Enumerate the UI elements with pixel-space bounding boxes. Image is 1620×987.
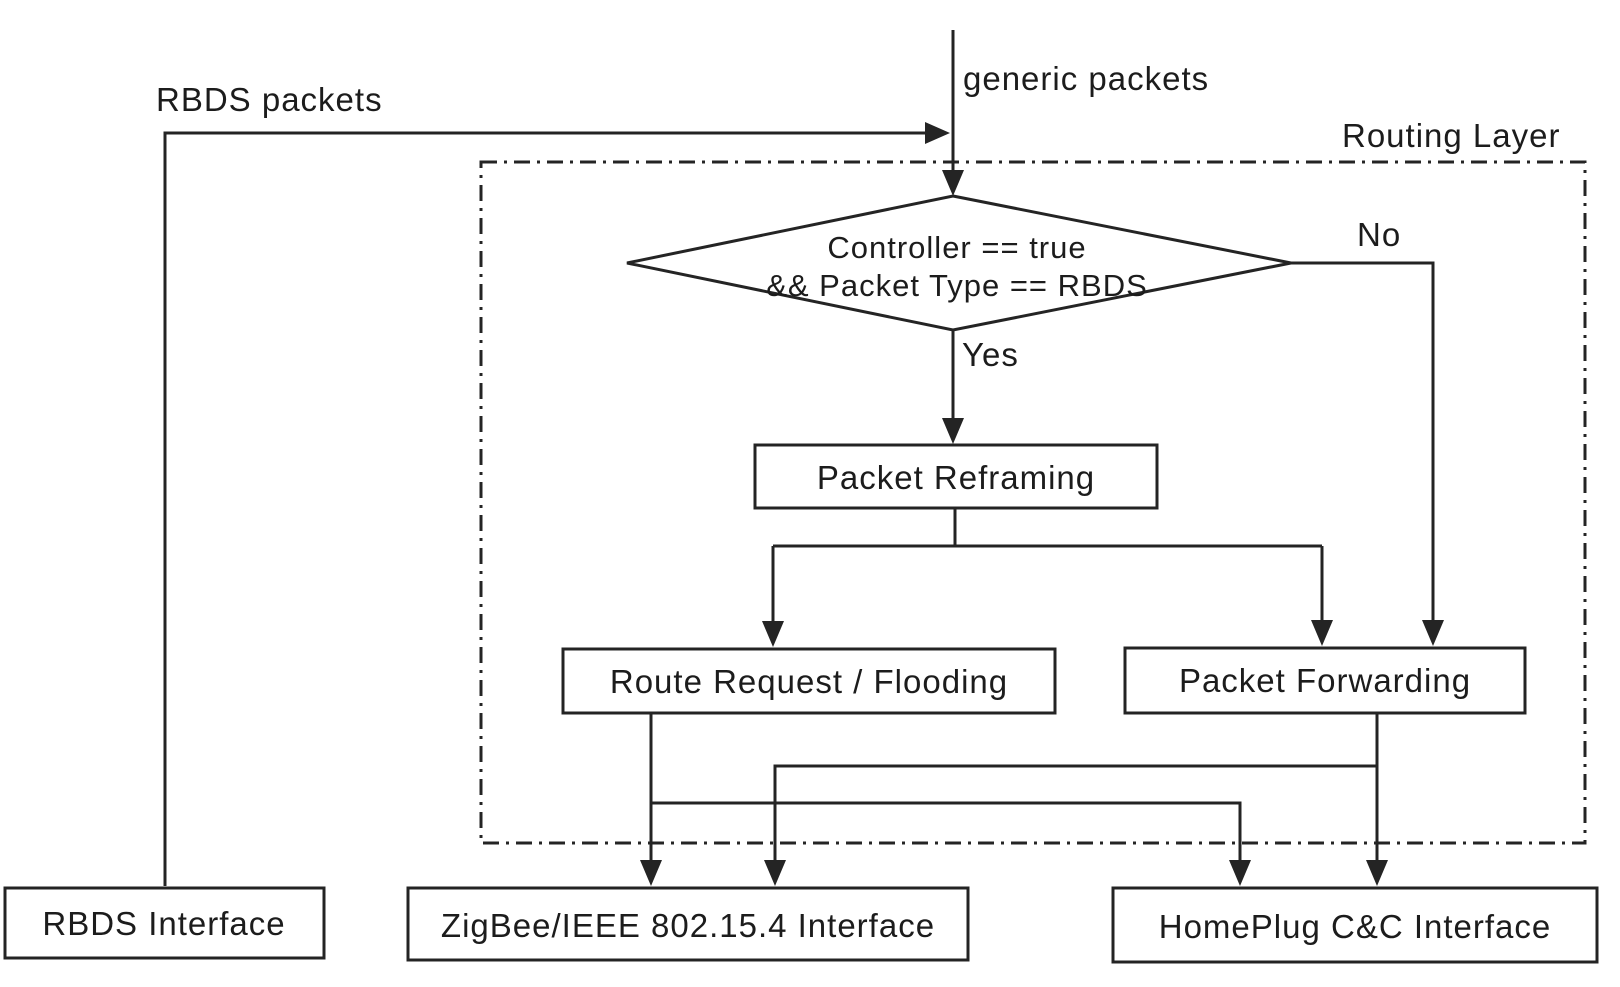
arrowhead-into-route-request-icon [762, 621, 784, 647]
arrowhead-into-zigbee-2-icon [764, 860, 786, 886]
arrowhead-into-decision-icon [942, 170, 964, 196]
route-request-flooding-label: Route Request / Flooding [610, 663, 1008, 700]
connector-group [163, 30, 1435, 886]
zigbee-interface-label: ZigBee/IEEE 802.15.4 Interface [441, 907, 935, 944]
arrowhead-into-homeplug-2-icon [1366, 860, 1388, 886]
packet-reframing-label: Packet Reframing [817, 459, 1095, 496]
routing-layer-boundary [479, 160, 1587, 845]
generic-packets-label: generic packets [963, 60, 1209, 97]
rbds-packets-arrow-line [163, 131, 930, 886]
rbds-interface-label: RBDS Interface [42, 905, 285, 942]
reframing-split-lines [771, 508, 1324, 641]
packet-reframing-box [753, 443, 1159, 510]
arrowhead-group [640, 122, 1444, 886]
packet-forwarding-output-lines [773, 713, 1379, 880]
no-branch-line [1291, 261, 1435, 640]
packet-forwarding-label: Packet Forwarding [1179, 662, 1471, 699]
arrowhead-into-homeplug-1-icon [1229, 860, 1251, 886]
text-group: generic packets RBDS packets Routing Lay… [42, 60, 1560, 945]
decision-condition-line1: Controller == true [827, 230, 1086, 265]
homeplug-interface-box [1111, 886, 1599, 964]
decision-condition-line2: && Packet Type == RBDS [766, 268, 1148, 303]
homeplug-interface-label: HomePlug C&C Interface [1159, 908, 1552, 945]
route-request-flooding-box [561, 647, 1057, 715]
arrowhead-into-zigbee-1-icon [640, 860, 662, 886]
rbds-interface-box [3, 886, 326, 960]
decision-diamond [626, 194, 1292, 332]
arrowhead-into-reframing-icon [942, 418, 964, 444]
yes-label: Yes [962, 336, 1019, 373]
boundary-group [479, 160, 1587, 845]
arrowhead-rbds-join-icon [925, 122, 950, 144]
routing-layer-label: Routing Layer [1342, 117, 1560, 154]
rbds-packets-label: RBDS packets [156, 81, 383, 118]
route-request-output-lines [649, 713, 1242, 880]
node-shape-group [3, 194, 1599, 964]
no-label: No [1357, 216, 1401, 253]
arrowhead-no-into-forwarding-icon [1422, 620, 1444, 646]
packet-forwarding-box [1123, 646, 1527, 715]
arrowhead-into-forwarding-icon [1311, 620, 1333, 646]
zigbee-interface-box [406, 886, 970, 962]
